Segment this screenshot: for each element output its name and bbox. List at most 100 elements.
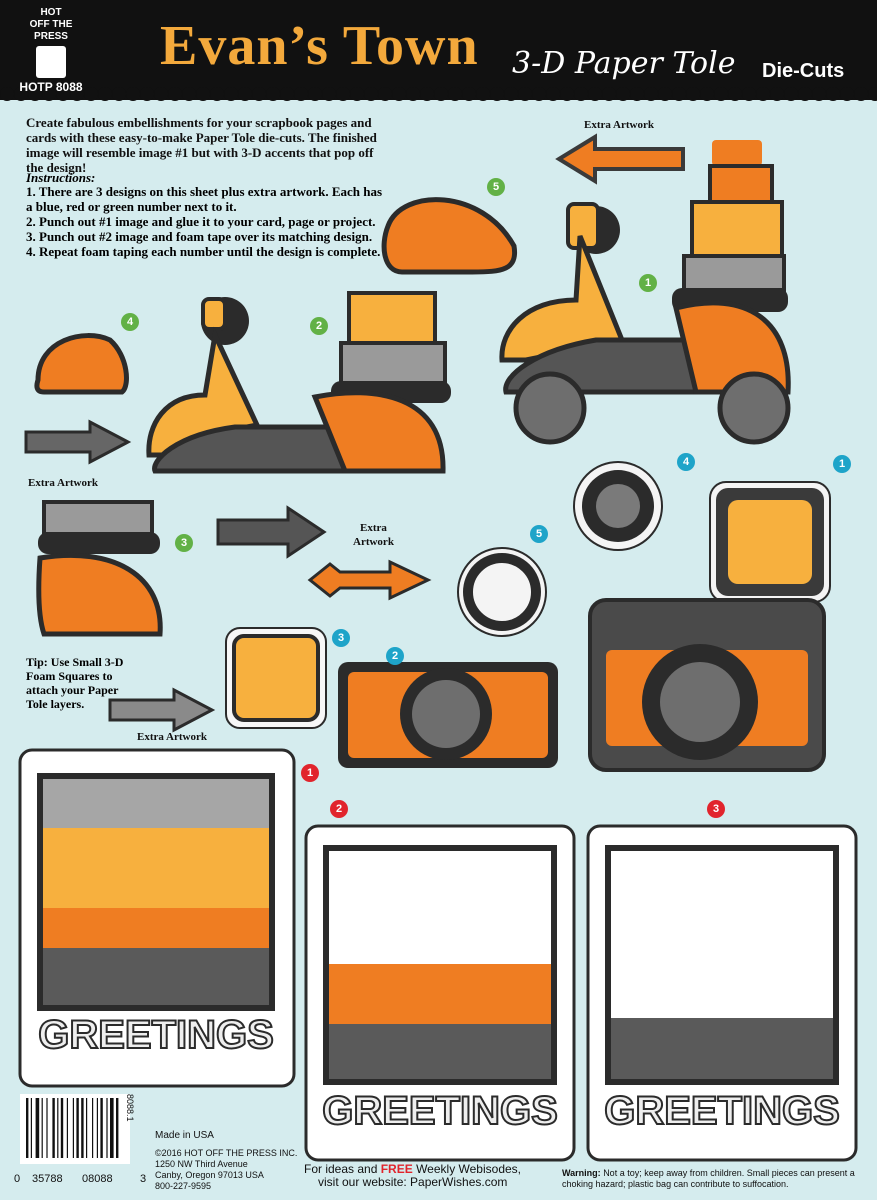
scallop-dot (658, 87, 672, 101)
arrow-right-artwork (108, 687, 216, 733)
warning-body: Not a toy; keep away from children. Smal… (562, 1168, 855, 1189)
scallop-dot (798, 87, 812, 101)
scallop-dot (602, 87, 616, 101)
scooter-piece-2 (146, 291, 451, 474)
scallop-dot (700, 87, 714, 101)
barcode-digits: 08088 (82, 1173, 113, 1185)
barcode-bar (76, 1098, 79, 1158)
extra-artwork-label: Extra Artwork (28, 477, 98, 489)
scallop-dot (462, 87, 476, 101)
scallop-dot (448, 87, 462, 101)
camera-body-piece-2 (338, 662, 558, 768)
scallop-dot (112, 87, 126, 101)
barcode-bar (60, 1098, 64, 1158)
barcode-bar (110, 1098, 114, 1158)
scallop-dot (742, 87, 756, 101)
ideas-prefix: For ideas and (304, 1162, 381, 1176)
scallop-dot (56, 87, 70, 101)
scallop-dot (490, 87, 504, 101)
copyright: ©2016 HOT OFF THE PRESS INC. (155, 1148, 298, 1158)
phone-number: 800-227-9595 (155, 1181, 212, 1191)
barcode-bar (96, 1098, 98, 1158)
warning-text: Warning: Not a toy; keep away from child… (562, 1168, 862, 1190)
arrow-right-artwork (24, 419, 132, 465)
scallop-dot (420, 87, 434, 101)
barcode-bar (26, 1098, 29, 1158)
scooter-piece-3 (36, 500, 163, 637)
lens-piece-4 (573, 461, 663, 551)
greetings-frame-3: GREETINGS (586, 824, 858, 1162)
flash-piece-3 (225, 627, 327, 729)
scallop-dot (840, 87, 854, 101)
scallop-dot (238, 87, 252, 101)
scallop-dot (168, 87, 182, 101)
scallop-dot (560, 87, 574, 101)
page-subtitle: 3-D Paper Tole (512, 46, 736, 81)
scallop-dot (518, 87, 532, 101)
barcode-bar (46, 1098, 48, 1158)
extra-label: Extra (360, 522, 387, 534)
scallop-border (0, 87, 877, 101)
barcode-bar (66, 1098, 68, 1158)
artwork-label: Artwork (353, 536, 394, 548)
scallop-dot (532, 87, 546, 101)
scallop-dot (98, 87, 112, 101)
scallop-dot (364, 87, 378, 101)
scallop-dot (392, 87, 406, 101)
scallop-dot (42, 87, 56, 101)
piece-number-badge: 5 (487, 178, 505, 196)
product-code: HOTP 8088 (19, 80, 83, 94)
lightning-icon (36, 46, 66, 78)
warning-label: Warning: (562, 1168, 601, 1178)
greetings-text: GREETINGS (38, 1013, 274, 1057)
scallop-dot (504, 87, 518, 101)
piece-number-badge: 1 (833, 455, 851, 473)
scallop-dot (0, 87, 14, 101)
piece-number-badge: 3 (175, 534, 193, 552)
tip-text: Tip: Use Small 3-D Foam Squares to attac… (26, 655, 124, 711)
scallop-dot (224, 87, 238, 101)
scallop-dot (336, 87, 350, 101)
barcode-bar (52, 1098, 55, 1158)
instruction-step: 1. There are 3 designs on this sheet plu… (26, 184, 383, 214)
scallop-dot (28, 87, 42, 101)
brand-line3: PRESS (34, 31, 68, 42)
piece-number-badge: 4 (677, 453, 695, 471)
barcode-bar (72, 1098, 74, 1158)
scallop-dot (266, 87, 280, 101)
scallop-dot (770, 87, 784, 101)
scallop-dot (350, 87, 364, 101)
scallop-dot (14, 87, 28, 101)
barcode-bar (30, 1098, 32, 1158)
scallop-dot (756, 87, 770, 101)
instruction-step: 2. Punch out #1 image and glue it to you… (26, 214, 376, 229)
website-link[interactable]: visit our website: PaperWishes.com (318, 1175, 508, 1189)
scallop-dot (784, 87, 798, 101)
scallop-dot (630, 87, 644, 101)
brand-line2: OFF THE (29, 19, 73, 30)
instruction-step: 4. Repeat foam taping each number until … (26, 244, 381, 259)
piece-number-badge: 1 (301, 764, 319, 782)
barcode-bar (100, 1098, 103, 1158)
piece-number-badge: 2 (386, 647, 404, 665)
arrow-right-artwork (216, 505, 327, 559)
scallop-dot (378, 87, 392, 101)
piece-number-badge: 4 (121, 313, 139, 331)
instructions-list: 1. There are 3 designs on this sheet plu… (26, 184, 386, 259)
piece-number-badge: 5 (530, 525, 548, 543)
scooter-seat-piece-4 (34, 333, 129, 395)
piece-number-badge: 3 (332, 629, 350, 647)
scallop-dot (140, 87, 154, 101)
arrow-left-artwork (555, 133, 685, 185)
scooter-piece-1 (499, 140, 791, 445)
made-in-usa: Made in USA (155, 1130, 214, 1141)
greetings-frame-1: GREETINGS (18, 748, 296, 1088)
greetings-frame-2: GREETINGS (304, 824, 576, 1162)
ideas-line: For ideas and FREE Weekly Webisodes, (304, 1162, 521, 1176)
scallop-dot (196, 87, 210, 101)
lens-ring-piece-5 (457, 547, 547, 637)
piece-number-badge: 2 (330, 800, 348, 818)
scallop-dot (252, 87, 266, 101)
scallop-dot (826, 87, 840, 101)
barcode-bar (81, 1098, 84, 1158)
